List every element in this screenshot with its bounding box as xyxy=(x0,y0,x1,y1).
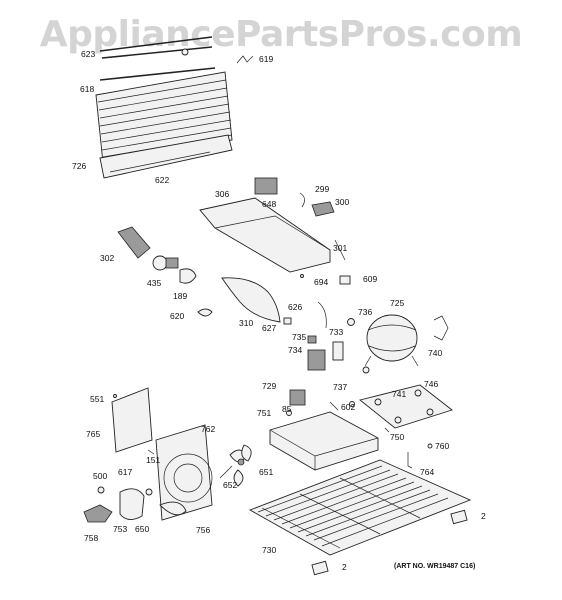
part-label: 694 xyxy=(314,277,329,287)
part-label: 627 xyxy=(262,323,277,333)
part-label: 650 xyxy=(135,524,150,534)
part-label: 648 xyxy=(262,199,277,209)
compressor xyxy=(362,314,449,374)
part-label: 741 xyxy=(392,389,407,399)
shelf-rod-assembly xyxy=(99,36,254,81)
part-label: 730 xyxy=(262,545,277,555)
part-label: 651 xyxy=(259,467,274,477)
insulation-strip xyxy=(221,277,281,323)
part-label: 609 xyxy=(363,274,378,284)
part-label: 618 xyxy=(80,84,95,94)
part-label: 758 xyxy=(84,533,99,543)
compressor-mounting-plate xyxy=(359,384,453,429)
part-label: 652 xyxy=(223,480,238,490)
part-label: 746 xyxy=(424,379,439,389)
part-label: 622 xyxy=(155,175,170,185)
part-label: 620 xyxy=(170,311,185,321)
part-label: 740 xyxy=(428,348,443,358)
part-label: 737 xyxy=(333,382,348,392)
part-label: 310 xyxy=(239,318,254,328)
part-label: 2 xyxy=(342,562,347,572)
part-label: 756 xyxy=(196,525,211,535)
bracket xyxy=(407,452,413,469)
part-label: 435 xyxy=(147,278,162,288)
part-label: 751 xyxy=(257,408,272,418)
part-label: 764 xyxy=(420,467,435,477)
part-label: 85 xyxy=(282,404,292,414)
fan-motor-parts xyxy=(83,486,153,523)
part-label: 735 xyxy=(292,332,307,342)
condenser-assembly xyxy=(95,71,233,179)
part-label: 760 xyxy=(435,441,450,451)
part-label: 302 xyxy=(100,253,115,263)
art-number: (ART NO. WR19487 C16) xyxy=(394,563,476,570)
evaporator-coil xyxy=(248,459,472,556)
part-label: 729 xyxy=(262,381,277,391)
spacer-pad xyxy=(311,560,329,576)
screw xyxy=(427,443,433,449)
part-label: 736 xyxy=(358,307,373,317)
access-cover xyxy=(111,387,153,453)
part-label: 734 xyxy=(288,345,303,355)
part-label: 617 xyxy=(118,467,133,477)
part-label: 765 xyxy=(86,429,101,439)
part-label: 762 xyxy=(201,424,216,434)
part-label: 619 xyxy=(259,54,274,64)
part-label: 602 xyxy=(341,402,356,412)
part-label: 733 xyxy=(329,327,344,337)
spacer-pad xyxy=(450,509,468,525)
part-label: 753 xyxy=(113,524,128,534)
part-label: 626 xyxy=(288,302,303,312)
control-housing xyxy=(199,177,351,285)
part-label: 300 xyxy=(335,197,350,207)
relay-parts xyxy=(283,301,355,371)
drain-pan xyxy=(269,389,390,471)
part-label: 551 xyxy=(90,394,105,404)
part-label: 2 xyxy=(481,511,486,521)
part-label: 151 xyxy=(146,455,161,465)
part-label: 306 xyxy=(215,189,230,199)
part-label: 623 xyxy=(81,49,96,59)
condenser-fan-assembly xyxy=(147,424,252,521)
part-label: 189 xyxy=(173,291,188,301)
part-label: 750 xyxy=(390,432,405,442)
part-label: 301 xyxy=(333,243,348,253)
light-parts xyxy=(117,226,213,317)
part-label: 299 xyxy=(315,184,330,194)
part-label: 726 xyxy=(72,161,87,171)
part-label: 500 xyxy=(93,471,108,481)
part-label: 725 xyxy=(390,298,405,308)
